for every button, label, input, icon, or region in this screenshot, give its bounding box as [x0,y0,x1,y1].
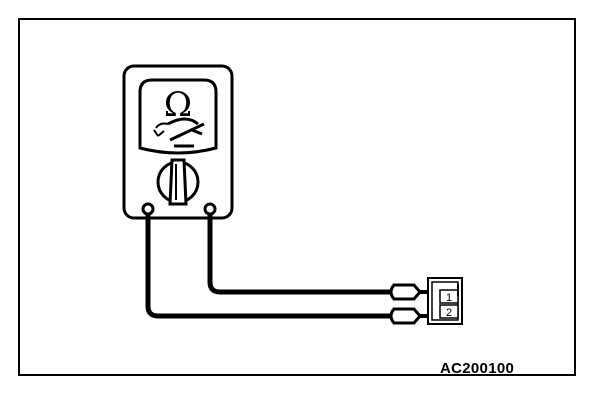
pin-1-label: 1 [446,292,452,304]
pin-2-label: 2 [446,307,452,319]
pin-2-cell [439,304,459,319]
lead-left [145,214,396,319]
lead-right [207,214,396,295]
ohmmeter: Ω [122,64,234,220]
selector-knob-icon [156,158,200,206]
pin-1-cell [439,289,459,304]
terminal-right [203,202,217,216]
connector: 1 2 [427,277,463,325]
meter-needle-icon [153,117,205,148]
probe-lower [389,307,422,325]
figure-code: AC200100 [440,360,515,377]
probe-upper [389,283,422,301]
test-leads [145,214,436,325]
terminal-left [141,202,155,216]
